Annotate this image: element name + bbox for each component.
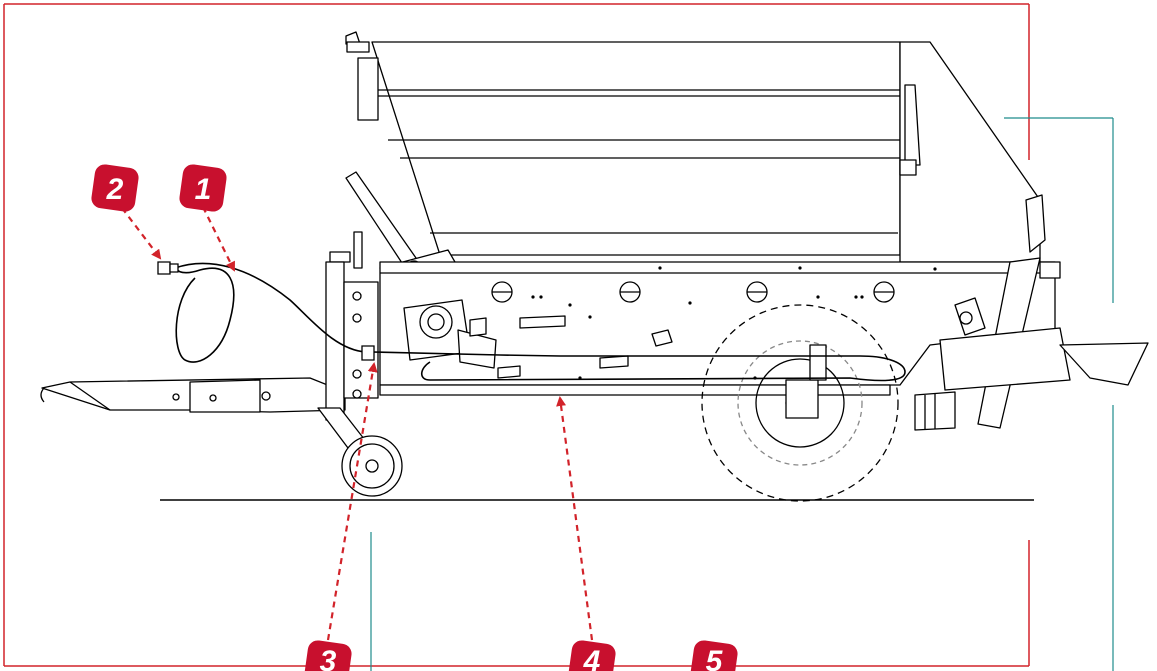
- callout-1: 1: [179, 164, 227, 212]
- callout-1-label: 1: [195, 173, 212, 206]
- main-frame: [379, 261, 1056, 396]
- callout-3: 3: [304, 640, 352, 671]
- spreader-trailer-side-view-icon: [40, 31, 1149, 502]
- callout-2-label: 2: [106, 173, 124, 206]
- jack-wheel: [341, 435, 403, 497]
- callout-3-label: 3: [320, 645, 337, 671]
- gearbox: [403, 299, 497, 369]
- hopper: [345, 31, 1046, 263]
- callout-4: 4: [568, 640, 616, 671]
- plug-connector-icon: [157, 261, 375, 361]
- leader-lines: [121, 206, 594, 641]
- guide-lines: [370, 117, 1114, 671]
- callout-5: 5: [690, 640, 738, 671]
- rear-discharge: [914, 257, 1149, 431]
- tongue-hitch: [40, 377, 346, 413]
- main-wheel: [701, 304, 899, 502]
- cable-harness-icon: [174, 262, 906, 382]
- callout-2: 2: [91, 164, 139, 212]
- frame-fittings: [491, 281, 895, 303]
- callout-4-label: 4: [583, 645, 601, 671]
- page-frame: [3, 3, 1030, 667]
- callout-5-label: 5: [706, 645, 724, 671]
